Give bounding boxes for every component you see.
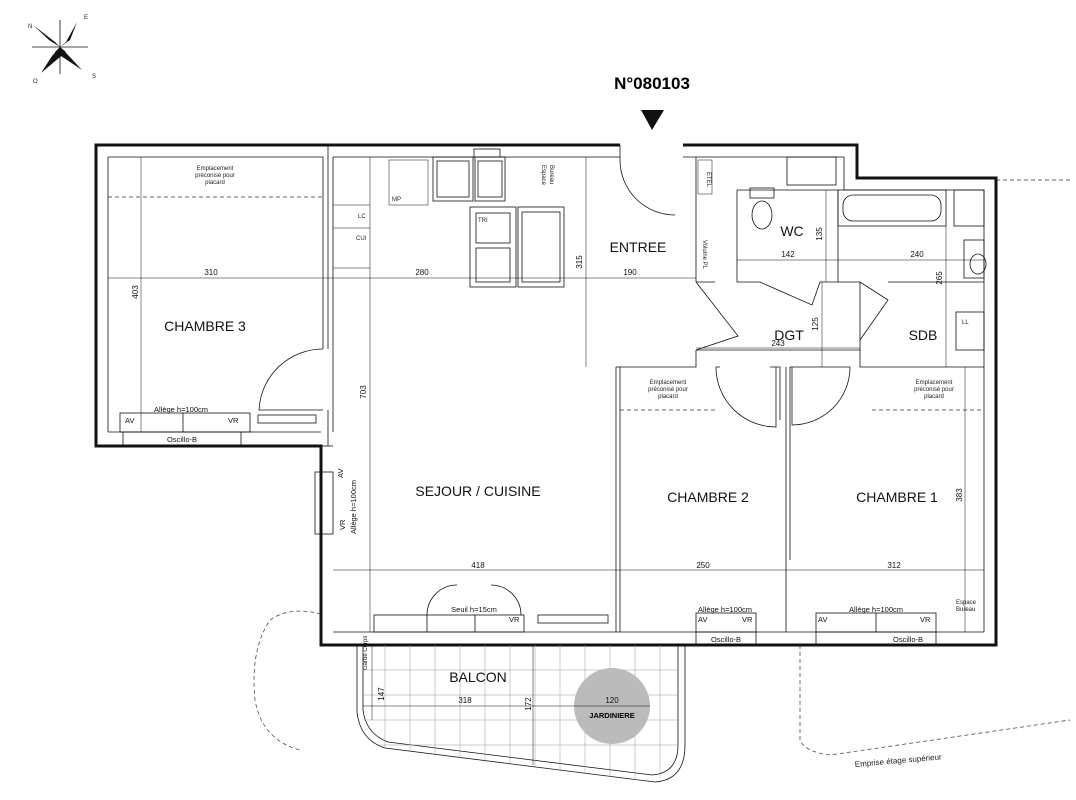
cui-label: CUI <box>356 236 367 242</box>
compass-e: E <box>84 15 88 21</box>
c1-vr-label: VR <box>920 615 931 624</box>
c2-placard-line3: placard <box>658 394 678 400</box>
sej-vr-label: VR <box>509 615 520 624</box>
dim-entree-height: 315 <box>575 255 584 269</box>
etel-label: ETEL <box>705 172 711 188</box>
c3-placard-line1: Emplacement <box>197 166 234 172</box>
room-chambre1-label: CHAMBRE 1 <box>856 489 938 505</box>
room-dgt-label: DGT <box>774 327 804 343</box>
c2-vr-label: VR <box>742 615 753 624</box>
c1-bureau-label: Bureau <box>956 607 975 613</box>
dimension-labels: 310 403 280 703 190 315 142 135 240 265 … <box>131 227 964 570</box>
kitchen-fixtures: MP TRI LC CUI Espace Bureau <box>333 148 565 288</box>
c3-oscillo-label: Oscillo-B <box>167 435 197 444</box>
windows: AV VR Allège h=100cm Oscillo-B AV VR All… <box>119 405 937 646</box>
upper-floor-footprint: Emprise étage supérieur <box>253 179 1071 769</box>
c3-placard-line3: placard <box>205 180 225 186</box>
entree-bureau-label: Bureau <box>548 165 554 184</box>
room-sejour-label: SEJOUR / CUISINE <box>415 483 540 499</box>
dim-jardiniere-width: 120 <box>605 696 619 705</box>
dim-sdb-width: 240 <box>910 250 924 259</box>
room-chambre2-label: CHAMBRE 2 <box>667 489 749 505</box>
c3-vr-label: VR <box>228 416 239 425</box>
c3-placard-line2: préconisé pour <box>195 173 235 179</box>
dim-c2-width: 250 <box>696 561 710 570</box>
dim-dgt-height: 125 <box>811 317 820 331</box>
mp-label: MP <box>392 197 401 203</box>
balcony: 147 318 172 Garde Corps BALCON 120 JARDI… <box>356 636 686 783</box>
dim-c1-width: 312 <box>887 561 901 570</box>
dim-sej-width: 418 <box>471 561 485 570</box>
garde-corps-label: Garde Corps <box>363 636 369 670</box>
dim-c3-height: 403 <box>131 285 140 299</box>
c1-oscillo-label: Oscillo-B <box>893 635 923 644</box>
c2-allege-label: Allège h=100cm <box>698 605 752 614</box>
dim-balcon-width: 318 <box>458 696 472 705</box>
dim-wc-width: 142 <box>781 250 795 259</box>
c2-placard-line1: Emplacement <box>650 380 687 386</box>
dim-balcon-height: 147 <box>377 687 386 701</box>
c1-placard-line1: Emplacement <box>916 380 953 386</box>
dim-balcon-depth: 172 <box>524 697 533 711</box>
room-sdb-label: SDB <box>909 327 938 343</box>
doors <box>258 145 889 428</box>
room-chambre3-label: CHAMBRE 3 <box>164 318 246 334</box>
compass-s: S <box>92 74 96 80</box>
dim-c1-height: 383 <box>955 488 964 502</box>
lot-number: N°080103 <box>614 74 690 93</box>
walls <box>94 143 998 647</box>
lc-label: LC <box>358 214 366 220</box>
sej-seuil-label: Seuil h=15cm <box>451 605 497 614</box>
c2-oscillo-label: Oscillo-B <box>711 635 741 644</box>
dim-entree-width: 190 <box>623 268 637 277</box>
c1-placard-line2: préconisé pour <box>914 387 954 393</box>
sej-side-allege: Allège h=100cm <box>349 480 358 534</box>
room-labels: CHAMBRE 3 SEJOUR / CUISINE ENTREE WC DGT… <box>164 223 938 505</box>
room-entree-label: ENTREE <box>610 239 667 255</box>
bathroom-fixtures: LL ETEL Volume PL <box>697 156 987 351</box>
tri-label: TRI <box>478 218 488 224</box>
dimension-lines <box>108 157 984 632</box>
dim-c3-width: 310 <box>204 268 218 277</box>
dim-sej-top: 280 <box>415 268 429 277</box>
compass-rose-icon: N E S O <box>28 15 96 85</box>
c1-espace-label: Espace <box>956 600 977 606</box>
dim-dgt-width: 243 <box>771 339 785 348</box>
c2-placard-line2: préconisé pour <box>648 387 688 393</box>
c3-av-label: AV <box>125 416 134 425</box>
sej-side-vr: VR <box>338 519 347 530</box>
volume-pl-label: Volume PL <box>701 240 707 270</box>
c1-av-label: AV <box>818 615 827 624</box>
compass-o: O <box>33 79 38 85</box>
dim-wc-height: 135 <box>815 227 824 241</box>
c1-placard-line3: placard <box>924 394 944 400</box>
c3-allege-label: Allège h=100cm <box>154 405 208 414</box>
room-wc-label: WC <box>780 223 803 239</box>
entry-arrow-icon <box>641 110 664 130</box>
ll-label: LL <box>962 320 969 326</box>
sej-side-av: AV <box>336 469 345 478</box>
dim-sej-height: 703 <box>359 385 368 399</box>
placard-zones: Emplacement préconisé pour placard Empla… <box>108 166 984 613</box>
room-balcon-label: BALCON <box>449 669 507 685</box>
jardiniere-label: JARDINIERE <box>589 711 634 720</box>
dim-sdb-height: 265 <box>935 271 944 285</box>
emprise-label: Emprise étage supérieur <box>854 752 942 769</box>
entree-espace-label: Espace <box>540 165 546 186</box>
compass-n: N <box>28 24 32 30</box>
c1-allege-label: Allège h=100cm <box>849 605 903 614</box>
c2-av-label: AV <box>698 615 707 624</box>
